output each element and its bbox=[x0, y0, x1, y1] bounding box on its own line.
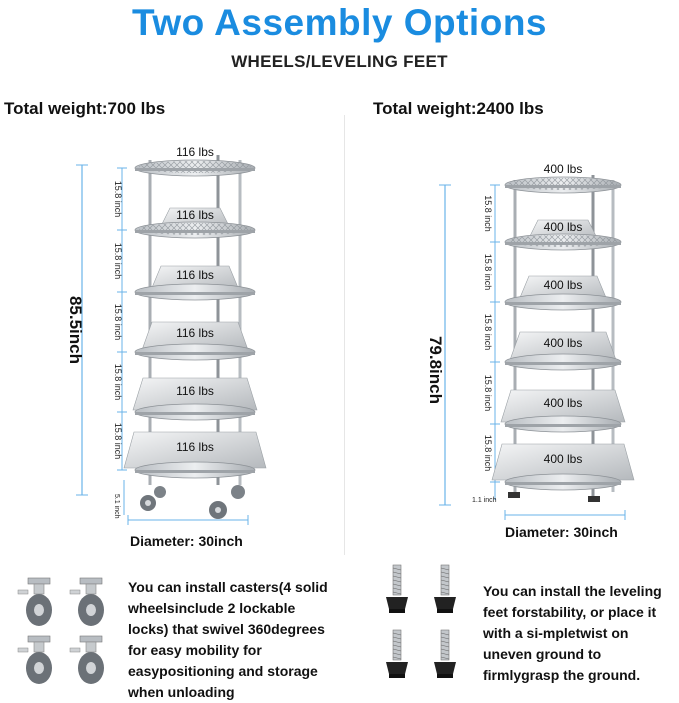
right-rack-illustration: 79.8inch 15.8 inch 15.8 inch 15.8 inch 15.8… bbox=[426, 162, 635, 520]
l-shelf bbox=[132, 377, 258, 421]
r-shelf bbox=[500, 389, 626, 433]
r-shelf bbox=[504, 275, 622, 311]
page-subtitle: WHEELS/LEVELING FEET bbox=[231, 52, 448, 71]
r-shelf bbox=[504, 331, 622, 371]
r-shelf bbox=[491, 443, 635, 491]
right-bottom-gap-label: 1.1 inch bbox=[472, 497, 497, 504]
l-shelf-load-label: 116 lbs bbox=[176, 384, 214, 398]
r-spacing-label: 15.8 inch bbox=[483, 375, 493, 412]
r-spacing-label: 15.8 inch bbox=[483, 435, 493, 472]
leveling-feet-group bbox=[386, 564, 456, 678]
section-divider bbox=[344, 115, 345, 555]
caster-wheels-group bbox=[17, 577, 104, 684]
l-shelf bbox=[134, 207, 256, 239]
leveling-foot-icon bbox=[434, 564, 456, 613]
l-shelf-load-label: 116 lbs bbox=[176, 145, 214, 159]
l-shelf-load-label: 116 lbs bbox=[176, 268, 214, 282]
left-description: You can install casters(4 solid wheelsin… bbox=[128, 579, 328, 700]
l-spacing-label: 15.8 inch bbox=[113, 243, 123, 280]
caster-wheel-icon bbox=[69, 577, 104, 626]
left-rack-illustration: 85.5inch 15.8 inch 15.8 inch 15.8 inch 15.8… bbox=[66, 145, 267, 525]
l-spacing-label: 15.8 inch bbox=[113, 181, 123, 218]
right-total-weight: Total weight:2400 lbs bbox=[373, 99, 544, 118]
l-shelf bbox=[123, 431, 267, 479]
r-shelf-load-label: 400 lbs bbox=[544, 396, 583, 410]
r-shelf bbox=[504, 219, 622, 251]
r-shelf-load-label: 400 lbs bbox=[544, 278, 583, 292]
leveling-foot-icon bbox=[386, 629, 408, 678]
page-title: Two Assembly Options bbox=[132, 2, 547, 43]
right-description: You can install the leveling feet forsta… bbox=[483, 583, 662, 683]
caster-wheel-icon bbox=[17, 635, 52, 684]
l-shelf-load-label: 116 lbs bbox=[176, 440, 214, 454]
r-shelf bbox=[504, 176, 622, 194]
l-shelf bbox=[134, 159, 256, 177]
l-shelf bbox=[134, 265, 256, 301]
l-spacing-label: 15.8 inch bbox=[113, 364, 123, 401]
left-total-weight: Total weight:700 lbs bbox=[4, 99, 166, 118]
left-height-label: 85.5inch bbox=[66, 296, 85, 364]
l-spacing-label: 15.8 inch bbox=[113, 423, 123, 460]
l-shelf bbox=[134, 321, 256, 361]
r-shelf-load-label: 400 lbs bbox=[544, 336, 583, 350]
r-spacing-label: 15.8 inch bbox=[483, 314, 493, 351]
l-spacing-label: 15.8 inch bbox=[113, 304, 123, 341]
r-spacing-label: 15.8 inch bbox=[483, 195, 493, 232]
caster-wheel-icon bbox=[69, 635, 104, 684]
r-shelf-load-label: 400 lbs bbox=[544, 452, 583, 466]
right-diameter-label: Diameter: 30inch bbox=[505, 524, 618, 540]
r-spacing-label: 15.8 inch bbox=[483, 254, 493, 291]
leveling-foot-icon bbox=[386, 564, 408, 613]
l-shelf-load-label: 116 lbs bbox=[176, 208, 214, 222]
right-height-label: 79.8inch bbox=[426, 336, 445, 404]
r-shelf-load-label: 400 lbs bbox=[544, 162, 583, 176]
l-shelf-load-label: 116 lbs bbox=[176, 326, 214, 340]
left-diameter-label: Diameter: 30inch bbox=[130, 533, 243, 549]
left-bottom-gap-label: 5.1 inch bbox=[113, 494, 120, 519]
leveling-foot-icon bbox=[434, 629, 456, 678]
r-shelf-load-label: 400 lbs bbox=[544, 220, 583, 234]
caster-wheel-icon bbox=[17, 577, 52, 626]
